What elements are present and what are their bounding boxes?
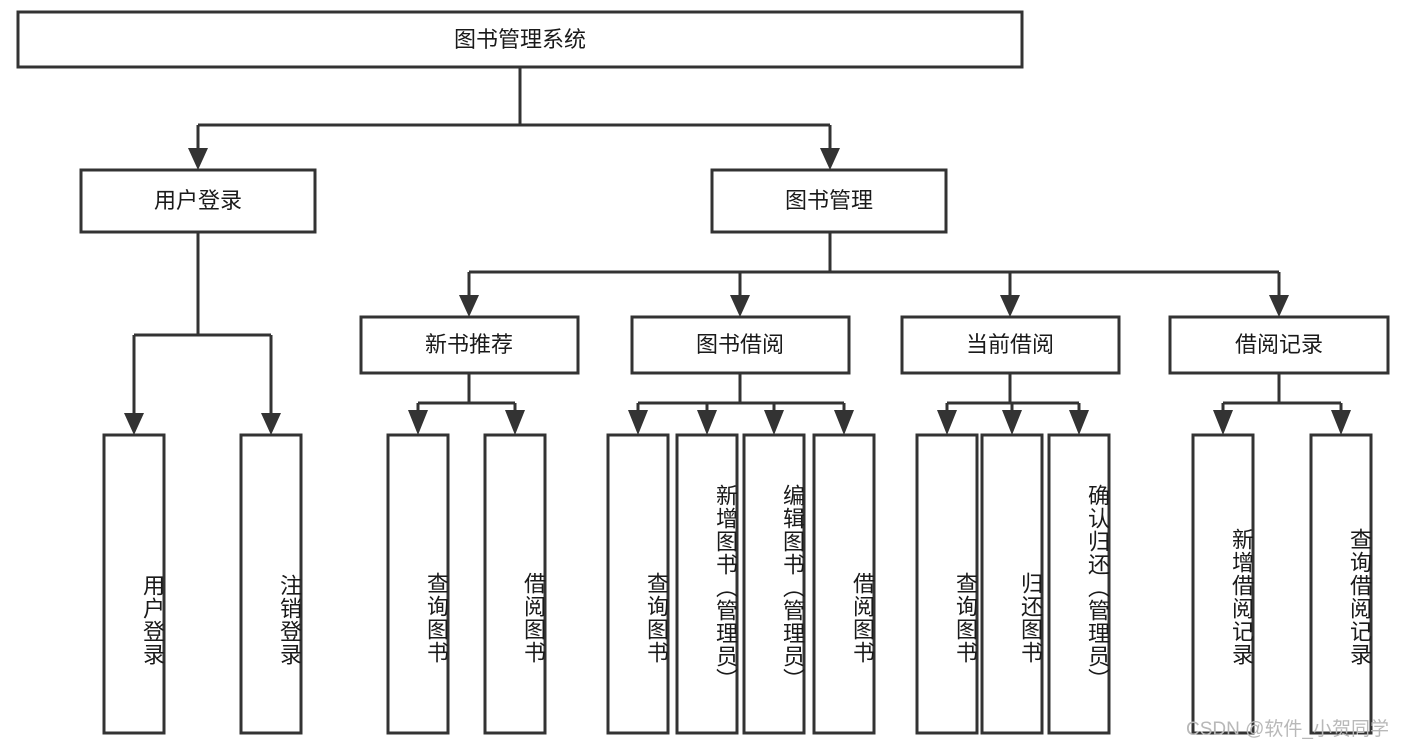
arrow-head-user-login <box>188 148 208 170</box>
node-box-user-login[interactable] <box>79 168 317 234</box>
arrow-head-leaf-user-login <box>124 413 144 435</box>
node-box-book-manage[interactable] <box>710 168 948 234</box>
arrow-head-cb-leaf-2 <box>1002 410 1022 435</box>
node-box-leaf-nb-query[interactable] <box>386 433 450 735</box>
arrow-head-new-book <box>459 295 479 317</box>
node-box-leaf-bb-borrow[interactable] <box>812 433 876 735</box>
arrow-head-current-borrow <box>1000 295 1020 317</box>
node-box-leaf-nb-borrow[interactable] <box>483 433 547 735</box>
arrow-head-book-manage <box>820 148 840 170</box>
node-box-leaf-cb-query[interactable] <box>915 433 979 735</box>
connector-group-book-borrow-to-leaves <box>628 373 854 435</box>
arrow-head-cb-leaf-1 <box>937 410 957 435</box>
connector-group-user-login-to-leaves <box>124 232 281 435</box>
arrow-head-bb-leaf-3 <box>764 410 784 435</box>
label-book-manage: 图书管理 <box>785 188 873 213</box>
node-box-leaf-br-add[interactable] <box>1191 433 1255 735</box>
node-box-current-borrow[interactable] <box>900 315 1121 375</box>
node-box-borrow-record[interactable] <box>1168 315 1390 375</box>
arrow-head-leaf-logout <box>261 413 281 435</box>
node-box-leaf-logout[interactable] <box>239 433 303 735</box>
label-borrow-record: 借阅记录 <box>1235 332 1323 357</box>
node-box-leaf-bb-edit[interactable] <box>742 433 806 735</box>
node-box-leaf-user-login[interactable] <box>102 433 166 735</box>
arrow-head-bb-leaf-2 <box>697 410 717 435</box>
label-new-book-recommend: 新书推荐 <box>425 332 513 357</box>
node-box-leaf-bb-query[interactable] <box>606 433 670 735</box>
label-user-login: 用户登录 <box>154 188 242 213</box>
arrow-head-bb-leaf-4 <box>834 410 854 435</box>
arrow-head-br-leaf-1 <box>1213 410 1233 435</box>
label-current-borrow: 当前借阅 <box>966 332 1054 357</box>
csdn-watermark: CSDN @软件_小贺同学 <box>1186 719 1389 740</box>
label-book-borrow: 图书借阅 <box>696 332 784 357</box>
node-box-book-borrow[interactable] <box>630 315 851 375</box>
connector-group-new-book-to-leaves <box>408 373 525 435</box>
arrow-head-nb-leaf-1 <box>408 410 428 435</box>
arrow-head-nb-leaf-2 <box>505 410 525 435</box>
node-box-leaf-cb-return[interactable] <box>980 433 1044 735</box>
connector-group-current-borrow-to-leaves <box>937 373 1089 435</box>
arrow-head-bb-leaf-1 <box>628 410 648 435</box>
connector-group-root-to-level2 <box>188 67 840 170</box>
node-box-leaf-bb-add[interactable] <box>675 433 739 735</box>
node-box-new-book-recommend[interactable] <box>359 315 580 375</box>
arrow-head-cb-leaf-3 <box>1069 410 1089 435</box>
arrow-head-br-leaf-2 <box>1331 410 1351 435</box>
node-box-leaf-cb-confirm[interactable] <box>1047 433 1111 735</box>
arrow-head-borrow-record <box>1269 295 1289 317</box>
node-box-leaf-br-query[interactable] <box>1309 433 1373 735</box>
node-box-root[interactable] <box>16 10 1024 69</box>
arrow-head-book-borrow <box>730 295 750 317</box>
connector-group-book-manage-to-level3 <box>459 232 1289 317</box>
label-root: 图书管理系统 <box>454 27 586 52</box>
connector-group-borrow-record-to-leaves <box>1213 373 1351 435</box>
